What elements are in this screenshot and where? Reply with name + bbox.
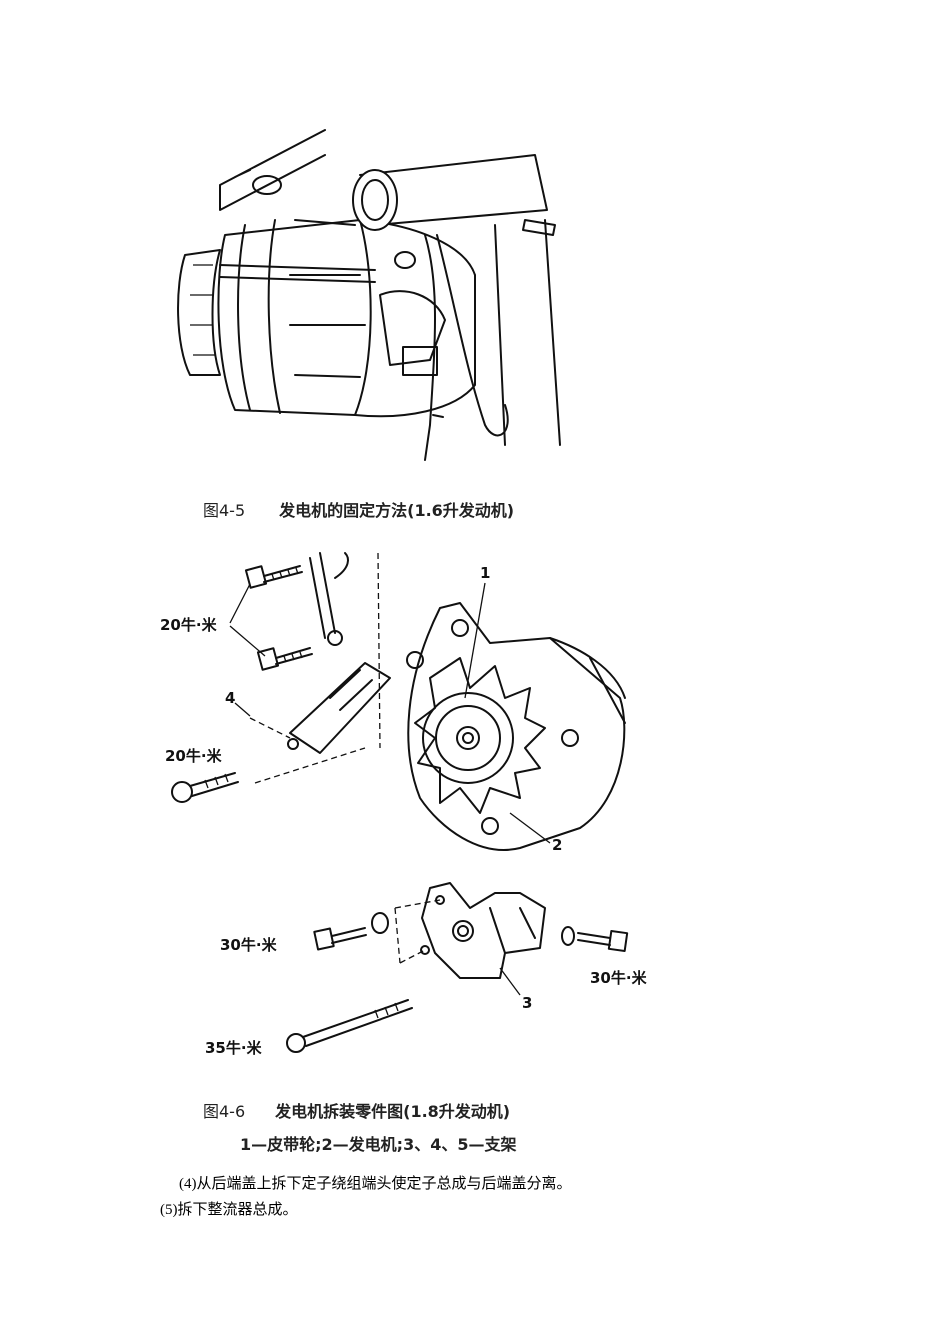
step-5-paragraph: (5)拆下整流器总成。 — [160, 1202, 298, 1218]
bracket-bolt — [171, 772, 239, 803]
torque-label: 30牛·米 — [590, 969, 648, 987]
bracket-bolt-left — [313, 927, 367, 951]
torque-label: 20牛·米 — [160, 616, 218, 634]
figure-title: 发电机拆装零件图(1.8升发动机) — [275, 1102, 511, 1121]
step-4-paragraph: (4)从后端盖上拆下定子绕组端头使定子总成与后端盖分离。 — [179, 1176, 572, 1192]
long-bolt — [286, 999, 413, 1053]
figure-caption: 图4-6 发电机拆装零件图(1.8升发动机) — [203, 1098, 510, 1122]
alternator-mounting-illustration — [177, 129, 561, 461]
part-number-1: 1 — [480, 564, 490, 582]
alternator-parts-diagram: 20牛·米 4 20牛·米 1 2 3 — [160, 552, 648, 1057]
torque-label: 30牛·米 — [220, 936, 278, 954]
figure-caption: 图4-5 发电机的固定方法(1.6升发动机) — [203, 497, 514, 521]
figure-title: 发电机的固定方法(1.6升发动机) — [279, 501, 515, 520]
figure-number: 图4-6 — [203, 1102, 246, 1121]
upper-bolt-1 — [244, 565, 303, 589]
alternator-front — [406, 602, 626, 851]
part-number-2: 2 — [552, 836, 562, 854]
lower-bracket — [420, 882, 546, 979]
bracket-bolt-right — [577, 929, 629, 953]
part-number-4: 4 — [225, 689, 235, 707]
upper-bolt-2 — [256, 647, 313, 671]
torque-label: 20牛·米 — [165, 747, 223, 765]
part-number-3: 3 — [522, 994, 532, 1012]
figure-number: 图4-5 — [203, 501, 246, 520]
torque-label: 35牛·米 — [205, 1039, 263, 1057]
figure-legend: 1—皮带轮;2—发电机;3、4、5—支架 — [240, 1135, 517, 1154]
